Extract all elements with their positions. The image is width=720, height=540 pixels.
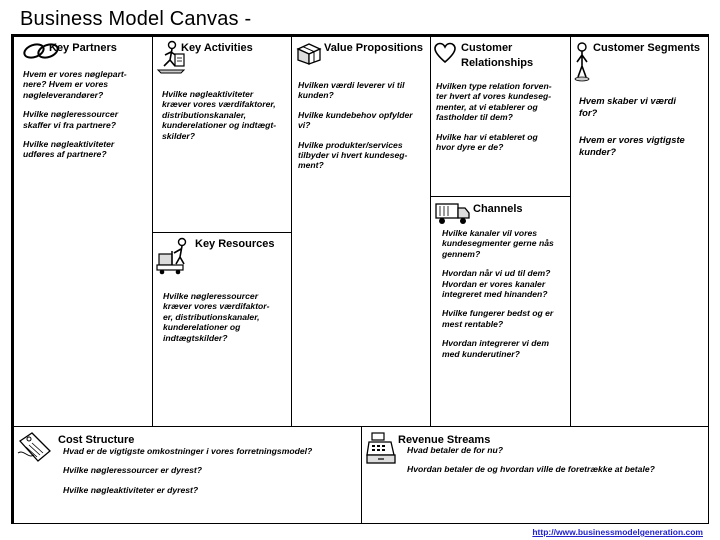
revenue-streams-title: Revenue Streams (398, 434, 491, 446)
customer-relationships-title: Customer Relationships (461, 41, 533, 70)
key-activities-title: Key Activities (181, 42, 253, 54)
chain-link-icon (21, 40, 61, 62)
question-text: Hvordan når vi ud til dem?Hvordan er vor… (442, 268, 551, 300)
question-text: Hvad betaler de for nu? (407, 445, 503, 455)
question-text: Hvilken type relation forven-ter hvert a… (436, 81, 552, 123)
value-propositions-title: Value Propositions (324, 42, 424, 54)
delivery-truck-icon (435, 201, 471, 227)
revenue-streams-block: Revenue Streams Hvad betaler de for nu?H… (361, 426, 709, 524)
question-text: Hvordan betaler de og hvordan ville de f… (407, 464, 655, 475)
customer-relationships-title-line2: Relationships (461, 57, 534, 69)
key-resources-title: Key Resources (195, 238, 275, 250)
cost-structure-block: Cost Structure Hvad er de vigtigste omko… (13, 426, 362, 524)
business-model-canvas: Key Partners Hvem er vores nøglepart-ner… (11, 34, 709, 524)
person-icon (573, 42, 591, 82)
cost-structure-questions: Hvad er de vigtigste omkostninger i vore… (63, 446, 359, 504)
customer-segments-title: Customer Segments (593, 42, 700, 54)
worker-checklist-icon (155, 40, 187, 74)
key-partners-block: Key Partners Hvem er vores nøglepart-ner… (13, 36, 153, 427)
question-text: Hvilke nøgleaktiviteter er dyrest? (63, 484, 199, 495)
key-partners-questions: Hvem er vores nøglepart-nere? Hvem er vo… (23, 69, 151, 169)
channels-title: Channels (473, 203, 523, 215)
gift-box-icon (295, 41, 323, 65)
page-title: Business Model Canvas - (20, 8, 252, 30)
cash-register-icon (366, 431, 398, 465)
question-text: Hvem er vores nøglepart-nere? Hvem er vo… (23, 69, 127, 100)
cost-structure-title: Cost Structure (58, 434, 135, 446)
key-partners-title: Key Partners (49, 42, 117, 54)
question-text: Hvad er de vigtigste omkostninger i vore… (63, 446, 313, 456)
customer-relationships-questions: Hvilken type relation forven-ter hvert a… (436, 81, 570, 161)
customer-relationships-block: Customer Relationships Hvilken type rela… (430, 36, 571, 197)
worker-forklift-icon (156, 237, 192, 275)
heart-icon (433, 42, 457, 64)
value-propositions-block: Value Propositions Hvilken værdi leverer… (291, 36, 431, 427)
footer-website-link[interactable]: http://www.businessmodelgeneration.com (532, 527, 703, 537)
customer-relationships-title-line1: Customer (461, 42, 513, 54)
revenue-streams-questions: Hvad betaler de for nu? Hvordan betaler d… (407, 445, 707, 484)
price-tag-icon (16, 431, 52, 463)
question-text: Hvilke nøgleressourcer er dyrest? (63, 465, 202, 476)
